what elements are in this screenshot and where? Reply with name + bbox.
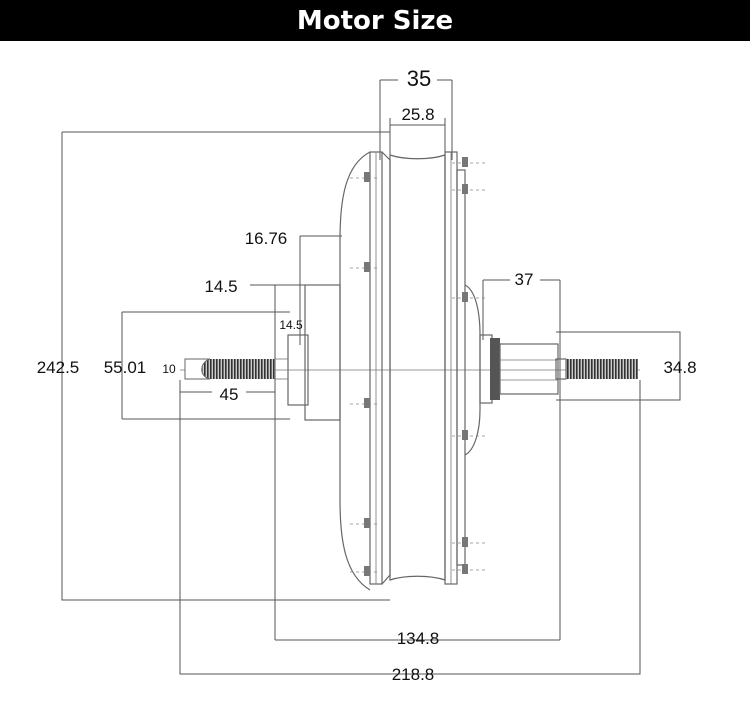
dim-218-8-label: 218.8 [392,665,435,684]
dim-45-label: 45 [220,385,239,404]
axle-shaft [184,358,638,380]
dim-242-5-label: 242.5 [37,358,80,377]
dim-10-label: 10 [162,362,176,376]
dim-134-8-label: 134.8 [397,629,440,648]
page-title: Motor Size [296,5,454,36]
dimension-labels: 35 25.8 16.76 14.5 14.5 37 242.5 55.01 1… [37,66,697,684]
dim-34-8-label: 34.8 [663,358,696,377]
dimension-lines [61,79,681,675]
dim-14-5-label: 14.5 [204,277,237,296]
dim-35-label: 35 [407,66,431,91]
title-banner: Motor Size [0,0,750,41]
motor-body [287,151,559,591]
dim-25-8-label: 25.8 [401,105,434,124]
dim-16-76-label: 16.76 [245,229,288,248]
dim-55-01-label: 55.01 [104,358,147,377]
dim-37-label: 37 [515,270,534,289]
bolt-markers [350,157,488,576]
dim-14-5-small-label: 14.5 [279,318,303,332]
